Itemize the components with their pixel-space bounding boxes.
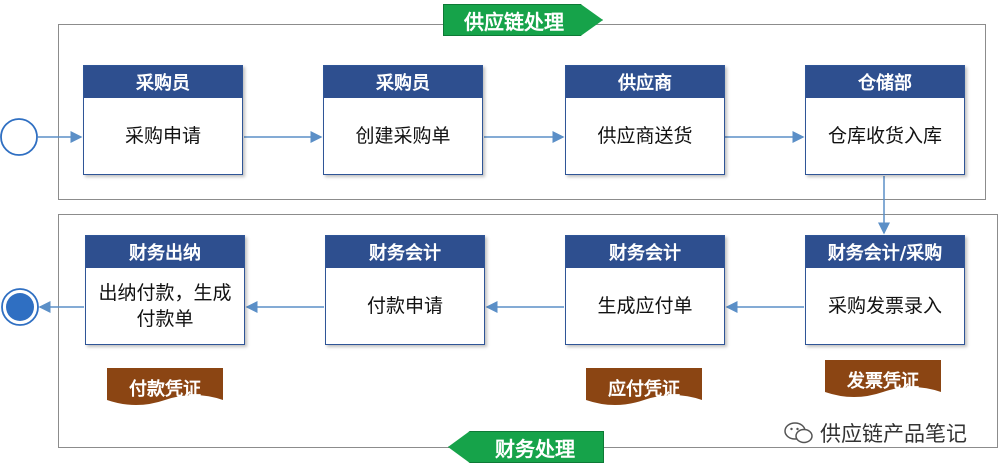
- step-purchase-request: 采购员 采购申请: [83, 65, 243, 175]
- voucher-label: 应付凭证: [608, 379, 680, 400]
- role-label: 采购员: [84, 66, 242, 98]
- task-label: 采购发票录入: [827, 295, 942, 317]
- task-label: 出纳付款，生成付款单: [98, 282, 232, 330]
- watermark-text: 供应链产品笔记: [820, 422, 967, 446]
- role-label: 供应商: [566, 66, 724, 98]
- end-node-inner: [6, 293, 34, 321]
- step-invoice-entry: 财务会计/采购 采购发票录入: [805, 235, 965, 345]
- step-supplier-delivery: 供应商 供应商送货: [565, 65, 725, 175]
- step-generate-payable: 财务会计 生成应付单: [565, 235, 725, 345]
- voucher-label: 付款凭证: [129, 379, 201, 400]
- payable-voucher: 应付凭证: [586, 368, 702, 408]
- task-label: 创建采购单: [355, 125, 451, 147]
- step-create-po: 采购员 创建采购单: [323, 65, 483, 175]
- role-label: 仓储部: [806, 66, 964, 98]
- role-label: 采购员: [324, 66, 482, 98]
- start-node: [0, 118, 38, 156]
- role-label: 财务会计: [566, 236, 724, 268]
- finance-banner: 财务处理: [448, 431, 604, 463]
- task-label: 生成应付单: [597, 295, 693, 317]
- step-cashier-payment: 财务出纳 出纳付款，生成付款单: [85, 235, 245, 345]
- step-warehouse-receipt: 仓储部 仓库收货入库: [805, 65, 965, 175]
- watermark: 供应链产品笔记: [784, 418, 967, 448]
- task-label: 仓库收货入库: [827, 125, 942, 147]
- chat-icon: [784, 422, 813, 444]
- role-label: 财务会计: [326, 236, 484, 268]
- supply-chain-banner: 供应链处理: [443, 4, 603, 36]
- step-payment-request: 财务会计 付款申请: [325, 235, 485, 345]
- invoice-voucher: 发票凭证: [825, 360, 941, 400]
- task-label: 付款申请: [366, 295, 443, 317]
- task-label: 供应商送货: [597, 125, 693, 147]
- voucher-label: 发票凭证: [847, 371, 919, 392]
- role-label: 财务出纳: [86, 236, 244, 268]
- task-label: 采购申请: [124, 125, 201, 147]
- role-label: 财务会计/采购: [806, 236, 964, 268]
- payment-voucher: 付款凭证: [107, 368, 223, 408]
